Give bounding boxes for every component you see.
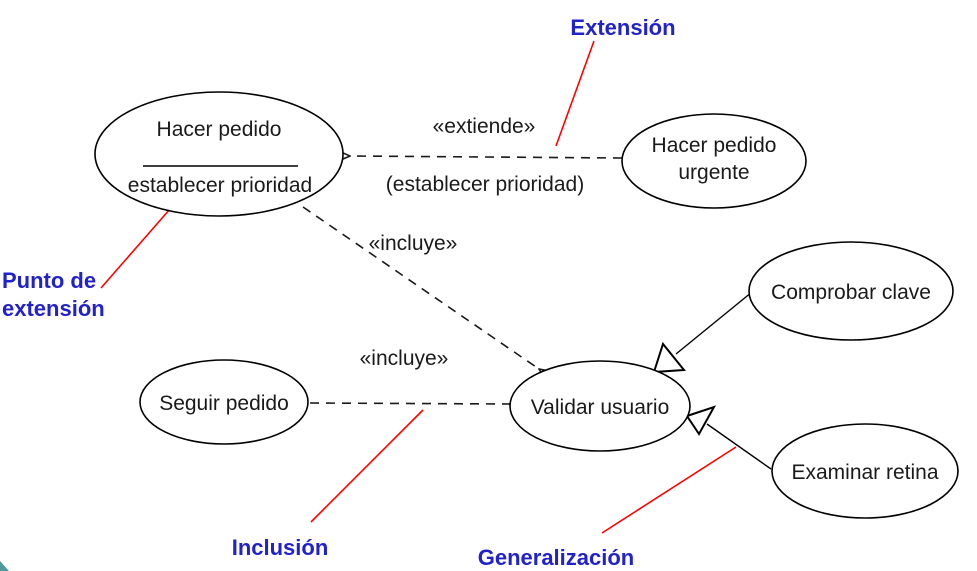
annotation-extension-point-line2: extensión [2,296,105,321]
callout-line-generalization [601,446,737,534]
generalization-triangle-comprobar-clave [652,341,686,374]
use-case-ellipse [139,359,309,445]
use-case-examinar-retina: Examinar retina [771,423,959,519]
annotation-extension-point-line1: Punto de [2,268,96,293]
include-stereotype-label-hacer-pedido: «incluye» [369,232,458,255]
generalization-line-comprobar-clave [675,291,753,355]
use-case-ellipse [94,91,344,217]
annotation-inclusion: Inclusión [232,535,329,560]
generalization-line-examinar-retina [706,423,772,470]
use-case-ellipse [621,113,807,209]
annotation-generalization: Generalización [478,545,635,570]
use-case-validar-usuario: Validar usuario [509,360,691,452]
use-case-hacer-pedido: Hacer pedido establecer prioridad [94,91,344,217]
callout-line-extension [555,40,595,147]
use-case-ellipse [509,360,691,452]
use-case-title: Examinar retina [791,461,938,484]
use-case-title: Comprobar clave [771,281,931,304]
extend-stereotype-label: «extiende» [433,115,536,138]
include-arrow-seguir-pedido [309,403,509,404]
extend-arrow [350,156,623,158]
use-case-title: Hacer pedido [157,118,282,141]
generalization-triangle-examinar-retina [685,405,717,436]
callout-line-extension-point [100,200,178,289]
corner-accent-shape [0,561,9,571]
use-case-title-line1: Hacer pedido [652,134,777,157]
use-case-ellipse [771,423,959,519]
callout-line-inclusion [310,409,424,523]
use-case-seguir-pedido: Seguir pedido [139,359,309,445]
include-stereotype-label-seguir-pedido: «incluye» [360,347,449,370]
use-case-comprobar-clave: Comprobar clave [748,241,954,341]
use-case-title-line2: urgente [678,161,749,184]
use-case-ellipse [748,241,954,341]
extend-condition-label: (establecer prioridad) [386,173,584,196]
use-case-title: Seguir pedido [159,392,289,415]
use-case-title: Validar usuario [531,396,670,419]
use-case-hacer-pedido-urgente: Hacer pedido urgente [621,113,807,209]
annotation-extension: Extensión [570,15,675,40]
extension-point-label: establecer prioridad [128,174,312,197]
